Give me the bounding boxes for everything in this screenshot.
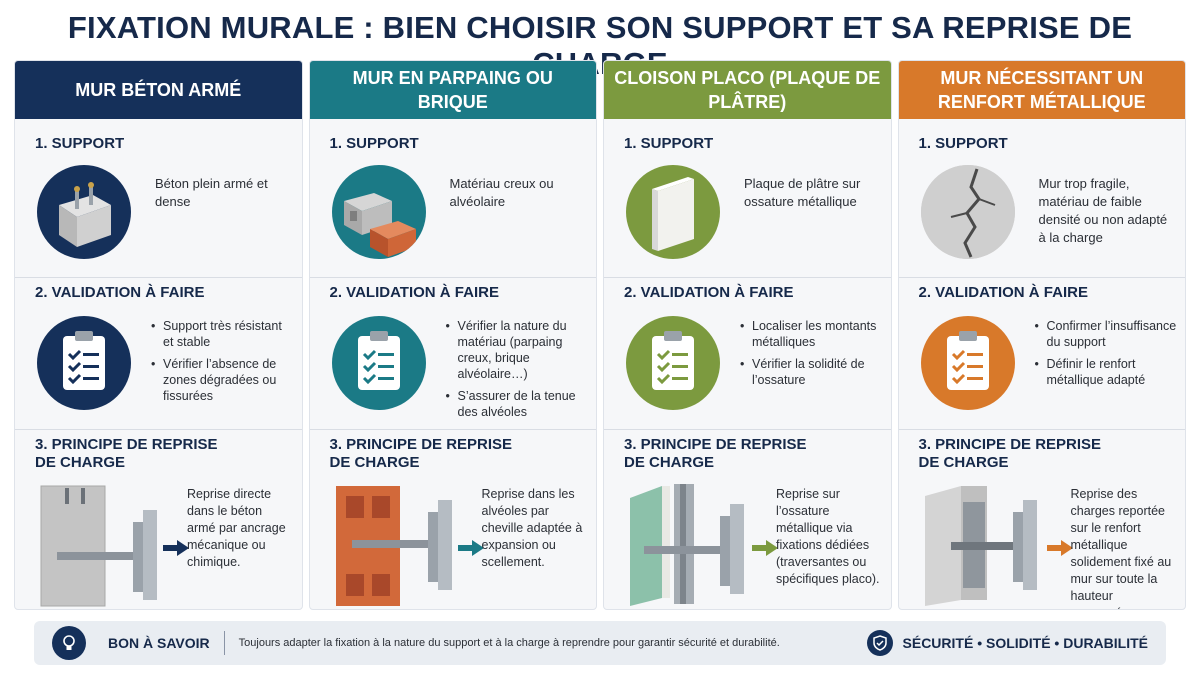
- concrete-block-icon: [37, 165, 131, 259]
- section-title: 1. SUPPORT: [35, 135, 125, 152]
- section-support: 1. SUPPORT Béton plein armé et dense: [15, 129, 302, 273]
- lightbulb-icon: [52, 626, 86, 660]
- arrow-right-icon: [457, 540, 484, 556]
- list-item: Support très résistant et stable: [149, 318, 294, 350]
- section-title: 3. PRINCIPE DE REPRISE DE CHARGE: [624, 436, 807, 471]
- column-parpaing-brique: MUR EN PARPAING OU BRIQUE 1. SUPPORT Mat…: [308, 60, 597, 610]
- cracked-wall-icon: [920, 165, 1015, 259]
- section-principe: 3. PRINCIPE DE REPRISE DE CHARGE Reprise…: [15, 429, 302, 609]
- validation-list: Vérifier la nature du matériau (parpaing…: [444, 318, 589, 426]
- arrow-right-icon: [163, 540, 189, 556]
- section-principe: 3. PRINCIPE DE REPRISE DE CHARGE Reprise…: [898, 429, 1185, 609]
- brick-block-icon: [331, 165, 426, 259]
- section-support: 1. SUPPORT Mur trop fragile, matériau de…: [899, 129, 1186, 273]
- column-cloison-placo: CLOISON PLACO (PLAQUE DE PLÂTRE) 1. SUPP…: [603, 60, 892, 610]
- list-item: Localiser les montants métalliques: [738, 318, 883, 350]
- validation-list: Localiser les montants métalliques Vérif…: [738, 318, 883, 394]
- list-item: Vérifier la solidité de l’ossature: [738, 356, 883, 388]
- section-title: 1. SUPPORT: [624, 135, 714, 152]
- support-description: Mur trop fragile, matériau de faible den…: [1038, 176, 1168, 245]
- brick-anchor-illustration: [332, 482, 458, 609]
- column-header: MUR BÉTON ARMÉ: [15, 61, 302, 119]
- section-title: 3. PRINCIPE DE REPRISE DE CHARGE: [918, 436, 1102, 471]
- list-item: Vérifier la nature du matériau (parpaing…: [444, 318, 589, 382]
- section-title: 3. PRINCIPE DE REPRISE DE CHARGE: [329, 436, 513, 471]
- section-validation: 2. VALIDATION À FAIRE Vérifier la nature…: [309, 277, 596, 426]
- clipboard-checklist-icon: [37, 316, 131, 410]
- principe-description: Reprise sur l’ossature métallique via fi…: [776, 487, 880, 586]
- placo-stud-illustration: [626, 482, 752, 609]
- arrow-right-icon: [1046, 540, 1073, 556]
- column-renfort-metallique: MUR NÉCESSITANT UN RENFORT MÉTALLIQUE 1.…: [897, 60, 1186, 610]
- support-description: Matériau creux ou alvéolaire: [449, 176, 554, 209]
- section-title: 1. SUPPORT: [918, 135, 1008, 152]
- column-beton-arme: MUR BÉTON ARMÉ 1. SUPPORT Béton plein ar…: [14, 60, 303, 610]
- support-description: Béton plein armé et dense: [155, 176, 268, 209]
- clipboard-checklist-icon: [920, 316, 1015, 410]
- plasterboard-icon: [626, 165, 720, 259]
- list-item: S’assurer de la tenue des alvéoles: [444, 388, 589, 420]
- section-support: 1. SUPPORT Matériau creux ou alvéolaire: [310, 129, 597, 273]
- section-title: 2. VALIDATION À FAIRE: [624, 284, 794, 301]
- list-item: Confirmer l’insuffisance du support: [1033, 318, 1178, 350]
- values-tagline: SÉCURITÉ • SOLIDITÉ • DURABILITÉ: [902, 635, 1148, 651]
- support-description: Plaque de plâtre sur ossature métallique: [744, 176, 861, 209]
- list-item: Définir le renfort métallique adapté: [1033, 356, 1178, 388]
- validation-list: Confirmer l’insuffisance du support Défi…: [1033, 318, 1178, 394]
- shield-check-icon: [866, 630, 893, 656]
- section-title: 2. VALIDATION À FAIRE: [35, 284, 205, 301]
- column-header: CLOISON PLACO (PLAQUE DE PLÂTRE): [604, 61, 891, 119]
- arrow-right-icon: [752, 540, 778, 556]
- principe-description: Reprise des charges reportée sur le renf…: [1070, 487, 1172, 609]
- divider: [223, 631, 225, 655]
- clipboard-checklist-icon: [331, 316, 426, 410]
- tip-text: Toujours adapter la fixation à la nature…: [238, 637, 780, 649]
- section-validation: 2. VALIDATION À FAIRE Confirmer l’insuff…: [898, 277, 1185, 425]
- column-header: MUR NÉCESSITANT UN RENFORT MÉTALLIQUE: [898, 61, 1185, 119]
- column-header: MUR EN PARPAING OU BRIQUE: [309, 61, 596, 119]
- list-item: Vérifier l’absence de zones dégradées ou…: [149, 356, 294, 404]
- section-validation: 2. VALIDATION À FAIRE Localiser les mont…: [604, 277, 891, 425]
- section-support: 1. SUPPORT Plaque de plâtre sur ossature…: [604, 129, 891, 273]
- principe-description: Reprise directe dans le béton armé par a…: [187, 487, 286, 569]
- clipboard-checklist-icon: [626, 316, 720, 410]
- section-principe: 3. PRINCIPE DE REPRISE DE CHARGE Reprise…: [309, 429, 596, 609]
- columns-container: MUR BÉTON ARMÉ 1. SUPPORT Béton plein ar…: [14, 60, 1186, 610]
- footer-banner: BON À SAVOIR Toujours adapter la fixatio…: [34, 621, 1166, 665]
- concrete-anchor-illustration: [37, 482, 163, 609]
- principe-description: Reprise dans les alvéoles par cheville a…: [481, 487, 583, 569]
- section-principe: 3. PRINCIPE DE REPRISE DE CHARGE Reprise…: [604, 429, 891, 609]
- section-title: 2. VALIDATION À FAIRE: [329, 284, 499, 301]
- tip-label: BON À SAVOIR: [108, 635, 210, 651]
- section-title: 3. PRINCIPE DE REPRISE DE CHARGE: [35, 436, 218, 471]
- section-validation: 2. VALIDATION À FAIRE Support très résis…: [15, 277, 302, 425]
- validation-list: Support très résistant et stable Vérifie…: [149, 318, 294, 410]
- metal-reinforcement-illustration: [921, 482, 1047, 609]
- section-title: 1. SUPPORT: [329, 135, 419, 152]
- section-title: 2. VALIDATION À FAIRE: [918, 284, 1088, 301]
